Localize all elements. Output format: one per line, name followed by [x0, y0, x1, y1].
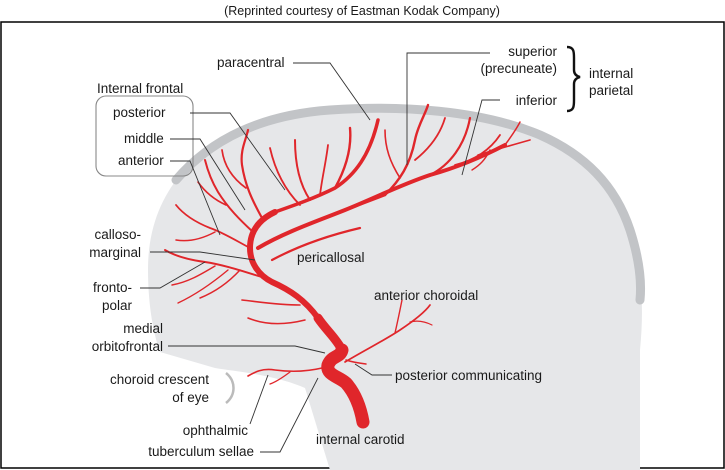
label-fronto: fronto- — [93, 280, 132, 295]
inferior-branch-4 — [471, 149, 491, 171]
branch-center-2 — [319, 144, 329, 196]
leader-callosomarginal — [150, 251, 256, 261]
leader-superior — [406, 52, 490, 165]
aif-branch — [175, 231, 216, 242]
precuneate-branch-2 — [384, 129, 401, 179]
eye-crescent — [225, 372, 235, 404]
inferior-branch-3 — [504, 121, 521, 146]
anterior-choroidal-branch — [394, 299, 403, 334]
label-of-eye: of eye — [172, 390, 209, 405]
pericallosal-branch-b — [270, 226, 362, 262]
leader-medial-orbitofrontal — [168, 345, 326, 354]
label-internal-carotid: internal carotid — [316, 432, 405, 447]
leader-middle — [170, 138, 246, 211]
anterior-internal-frontal — [175, 204, 251, 249]
leader-paracentral — [293, 62, 371, 121]
pericallosal-branch-a — [298, 193, 387, 230]
leader-posterior — [190, 112, 286, 191]
precuneate-artery — [383, 103, 430, 197]
leader-inferior — [461, 99, 500, 176]
posterior-internal-frontal — [240, 128, 264, 220]
internal-parietal-brace — [566, 45, 581, 113]
label-internal-parietal-1: internal — [589, 66, 633, 81]
brain-rim — [171, 103, 645, 305]
medial-orbitofrontal-branch — [247, 317, 306, 325]
label-paracentral: paracentral — [217, 55, 285, 70]
precuneate-branch — [414, 117, 446, 161]
leader-frontopolar — [140, 261, 206, 289]
middle-internal-frontal — [204, 159, 254, 233]
artery-tree — [164, 103, 531, 429]
leader-posterior-communicating — [354, 363, 392, 376]
ophthalmic-branch — [269, 371, 291, 385]
paracentral-artery — [333, 126, 352, 190]
credit-line: (Reprinted courtesy of Eastman Kodak Com… — [224, 4, 500, 18]
label-pericallosal: pericallosal — [297, 250, 365, 265]
branch-center-1 — [294, 139, 311, 201]
leader-anterior — [170, 160, 221, 236]
labels: paracentral superior (precuneate) inferi… — [89, 44, 633, 459]
label-internal-frontal: Internal frontal — [97, 81, 183, 96]
brain-lower-area — [305, 350, 640, 470]
leader-lines — [140, 52, 500, 453]
inferior-parietal-artery — [428, 116, 472, 177]
label-marginal: marginal — [89, 245, 141, 260]
inferior-branch-2 — [477, 139, 531, 156]
label-polar: polar — [102, 298, 133, 313]
label-inferior: inferior — [516, 93, 558, 108]
carotid-siphon — [313, 313, 347, 355]
label-posterior: posterior — [113, 105, 166, 120]
label-medial: medial — [123, 321, 163, 336]
leader-ophthalmic — [249, 374, 269, 425]
label-tuberculum-sellae: tuberculum sellae — [148, 444, 254, 459]
label-anterior-choroidal: anterior choroidal — [374, 288, 478, 303]
pif-branch — [221, 149, 247, 189]
label-orbitofrontal: orbitofrontal — [92, 339, 163, 354]
label-ophthalmic: ophthalmic — [183, 423, 249, 438]
label-choroid-crescent: choroid crescent — [110, 372, 209, 387]
medial-orbitofrontal-artery — [241, 299, 301, 306]
frontopolar-branch-3 — [177, 269, 229, 304]
branch-center-3 — [269, 147, 301, 206]
internal-carotid-artery — [321, 343, 370, 429]
label-anterior: anterior — [118, 153, 164, 168]
anterior-choroidal-branch-2 — [409, 320, 433, 326]
frontopolar-branch-1 — [171, 265, 216, 286]
anterior-cerebral-trunk — [247, 209, 321, 321]
internal-frontal-box — [95, 95, 194, 177]
frontopolar-branch-2 — [199, 269, 241, 299]
ophthalmic-artery — [247, 367, 323, 377]
posterior-communicating-artery — [345, 359, 367, 365]
label-internal-parietal-2: parietal — [589, 83, 633, 98]
anterior-choroidal-artery — [344, 304, 431, 363]
label-posterior-communicating: posterior communicating — [395, 368, 542, 383]
label-superior: superior — [508, 44, 557, 59]
label-calloso: calloso- — [94, 227, 141, 242]
leader-tuberculum-sellae — [260, 377, 319, 453]
label-precuneate: (precuneate) — [480, 61, 557, 76]
label-middle: middle — [124, 131, 164, 146]
